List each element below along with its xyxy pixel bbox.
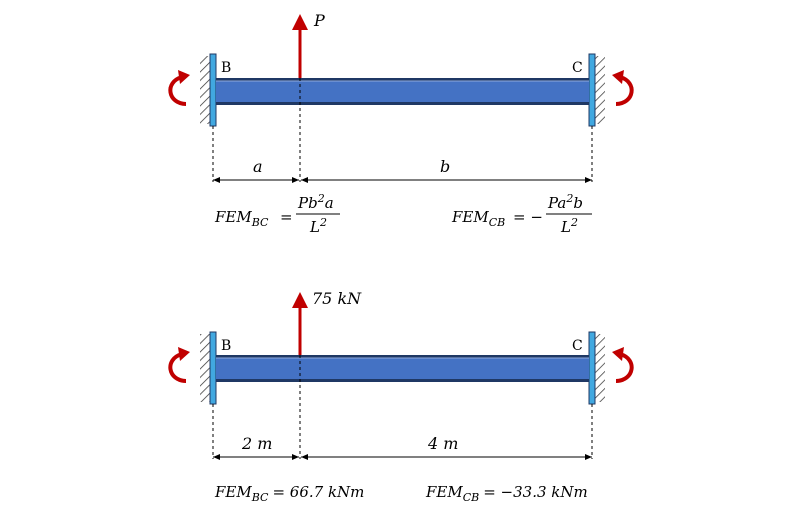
point-load-label: P	[313, 11, 325, 30]
left-fixed-support	[200, 53, 217, 127]
svg-text:L2: L2	[560, 216, 578, 236]
svg-text:L2: L2	[309, 216, 327, 236]
fem-cb-result: FEMCB= −33.3 kNm	[425, 483, 588, 504]
dimension-a-label: 2 m	[241, 434, 272, 453]
fem-bc-result: FEMBC= 66.7 kNm	[214, 483, 364, 504]
support-label-c: C	[572, 338, 583, 354]
left-moment-arrow-icon	[168, 70, 190, 106]
right-fixed-support	[588, 53, 605, 127]
left-fixed-support	[200, 331, 217, 405]
dimension-b-label: b	[440, 157, 450, 176]
right-moment-arrow-icon	[612, 347, 634, 383]
svg-text:= −: = −	[513, 208, 543, 226]
dimension-extension-lines	[212, 355, 593, 459]
top-diagram: B C P a b FEMBC	[168, 11, 634, 236]
right-fixed-support	[588, 331, 605, 405]
support-label-c: C	[572, 60, 583, 76]
dimension-a-label: a	[253, 157, 263, 176]
svg-text:=: =	[280, 208, 293, 226]
point-load-label: 75 kN	[312, 289, 362, 308]
point-load-arrow	[292, 292, 308, 355]
fem-cb-formula: FEMCB = − Pa2b L2	[451, 192, 592, 236]
dimension-b-label: 4 m	[427, 434, 458, 453]
dimension-extension-lines	[212, 78, 593, 182]
beam	[216, 78, 589, 105]
bottom-diagram: B C 75 kN 2 m 4 m FEMBC= 66.7	[168, 289, 634, 504]
left-moment-arrow-icon	[168, 347, 190, 383]
svg-text:FEMBC: FEMBC	[214, 208, 269, 229]
point-load-arrow	[292, 14, 308, 78]
beam	[216, 355, 589, 382]
fem-bc-formula: FEMBC = Pb2a L2	[214, 192, 340, 236]
svg-text:Pa2b: Pa2b	[547, 192, 583, 212]
support-label-b: B	[221, 338, 231, 354]
right-moment-arrow-icon	[612, 70, 634, 106]
svg-text:Pb2a: Pb2a	[297, 192, 334, 212]
svg-text:FEMCB: FEMCB	[451, 208, 505, 229]
support-label-b: B	[221, 60, 231, 76]
